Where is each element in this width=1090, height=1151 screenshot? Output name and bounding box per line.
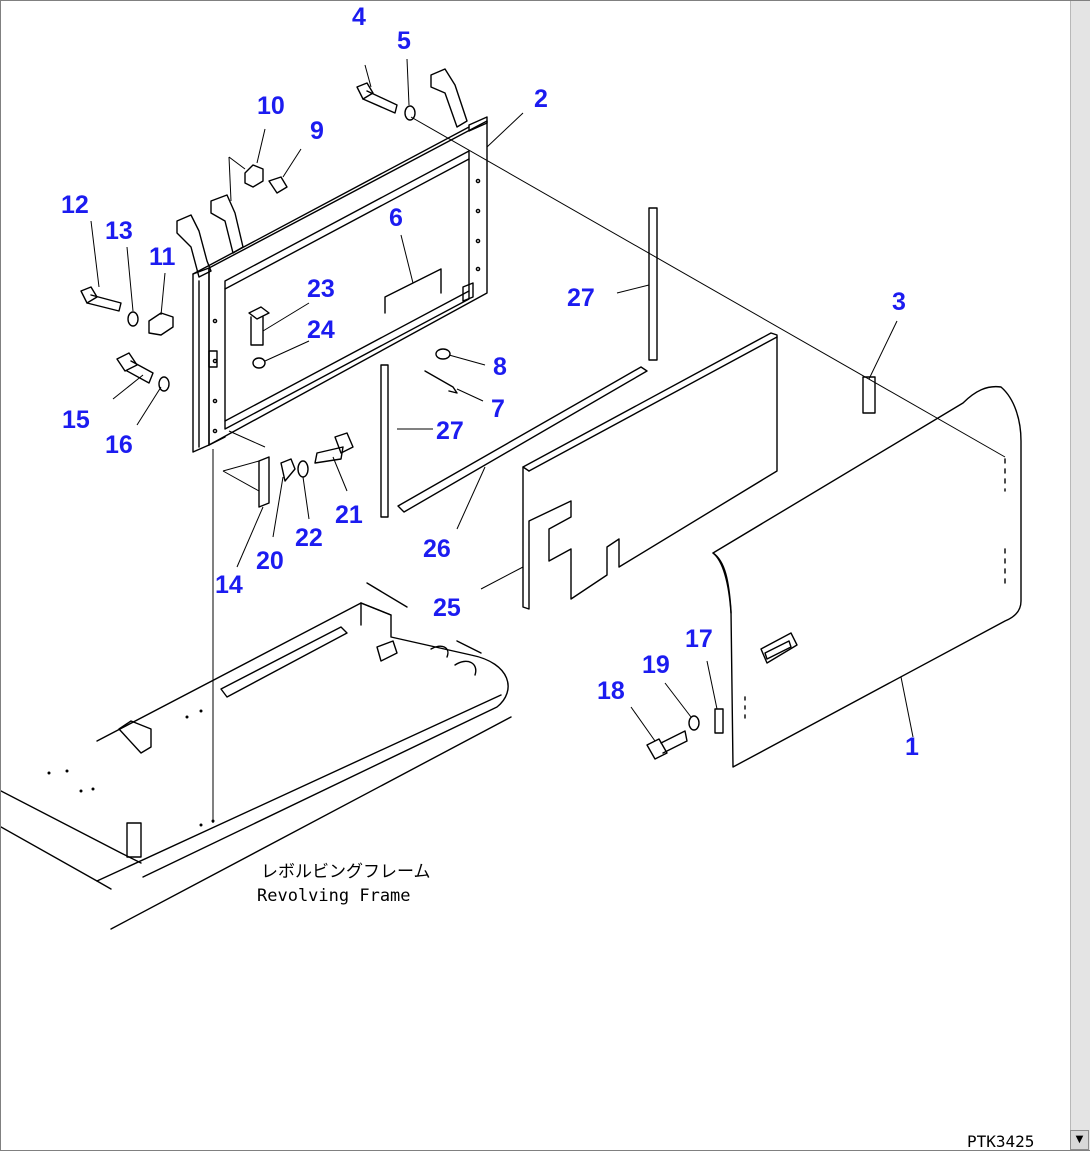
exploded-parts-diagram: 1 2 3 4 5 6 7 8 9 10 11 12 13 14 15 16 1… <box>1 3 1034 1150</box>
callout-14: 14 <box>215 571 243 599</box>
callout-4: 4 <box>352 3 366 31</box>
washer-13 <box>127 311 139 327</box>
callout-15: 15 <box>62 406 90 434</box>
callout-1: 1 <box>905 733 919 761</box>
callout-13: 13 <box>105 217 133 245</box>
callout-5: 5 <box>397 27 411 55</box>
clip-20 <box>280 458 296 482</box>
callout-24: 24 <box>307 316 335 344</box>
scroll-down-button[interactable]: ▼ <box>1070 1130 1089 1150</box>
callout-27-lower: 27 <box>436 417 464 445</box>
bolt-12 <box>80 286 122 312</box>
bolt-23 <box>248 306 270 346</box>
callout-26: 26 <box>423 535 451 563</box>
strip-27-left <box>380 364 389 518</box>
block-3 <box>862 376 876 414</box>
nut-10 <box>244 164 264 188</box>
foam-pad-25 <box>522 332 778 610</box>
guard-frame <box>176 68 488 453</box>
washer-5 <box>404 105 416 121</box>
rod-6 <box>384 268 442 314</box>
bracket-11 <box>148 312 174 336</box>
callout-21: 21 <box>335 501 363 529</box>
pin-7 <box>424 370 458 394</box>
bolt-18 <box>646 730 688 760</box>
leader-lines <box>90 58 1006 823</box>
callout-2: 2 <box>534 85 548 113</box>
callout-20: 20 <box>256 547 284 575</box>
callout-numbers: 1 2 3 4 5 6 7 8 9 10 11 12 13 14 15 16 1… <box>61 3 919 761</box>
callout-23: 23 <box>307 275 335 303</box>
washer-24 <box>252 357 266 369</box>
callout-19: 19 <box>642 651 670 679</box>
callout-11: 11 <box>149 243 176 271</box>
revolving-frame-label-jp: レボルビングフレーム <box>261 862 431 882</box>
callout-6: 6 <box>389 204 403 232</box>
callout-3: 3 <box>892 288 906 316</box>
bolt-15 <box>116 352 154 384</box>
strip-27-right <box>648 207 658 361</box>
washer-8 <box>435 348 451 360</box>
drawing-code: PTK3425 <box>967 1132 1034 1150</box>
callout-9: 9 <box>310 117 324 145</box>
callout-17: 17 <box>685 625 713 653</box>
bolt-9 <box>268 176 288 194</box>
callout-10: 10 <box>257 92 285 120</box>
bolt-4 <box>356 82 398 114</box>
callout-27-upper: 27 <box>567 284 595 312</box>
callout-16: 16 <box>105 431 133 459</box>
vertical-scrollbar[interactable] <box>1070 1 1090 1150</box>
latch-17 <box>714 708 724 734</box>
washer-19 <box>688 715 700 731</box>
bolt-21 <box>314 432 354 464</box>
callout-18: 18 <box>597 677 625 705</box>
side-door-1 <box>712 385 1022 768</box>
washer-22 <box>297 460 309 478</box>
washer-16 <box>158 376 170 392</box>
strip-26 <box>397 366 648 513</box>
frame-rivets <box>47 709 215 827</box>
revolving-frame-label-en: Revolving Frame <box>257 886 411 906</box>
revolving-frame <box>1 582 512 930</box>
callout-8: 8 <box>493 353 507 381</box>
callout-25: 25 <box>433 594 461 622</box>
callout-12: 12 <box>61 191 89 219</box>
callout-7: 7 <box>491 395 505 423</box>
arrow-down-icon: ▼ <box>1075 1134 1084 1145</box>
plate-14 <box>258 456 270 508</box>
callout-22: 22 <box>295 524 323 552</box>
